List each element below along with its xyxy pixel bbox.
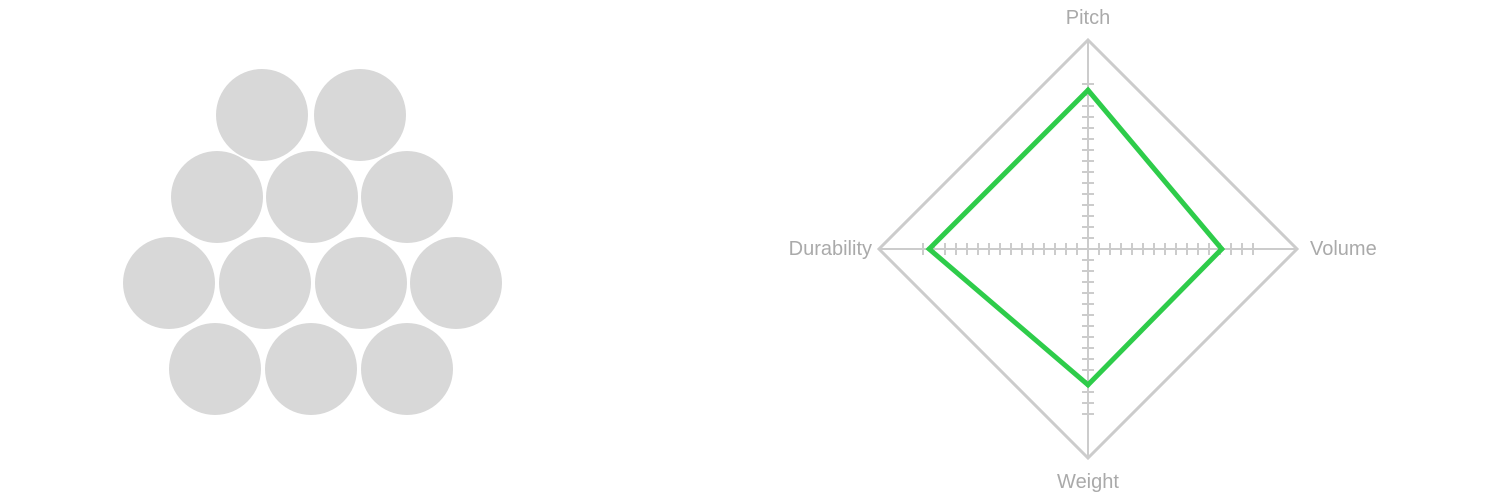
radar-grid [876, 37, 1300, 461]
radar-series-point [1219, 246, 1225, 252]
axis-label-pitch: Pitch [1066, 7, 1110, 29]
radar-series-polygon [925, 86, 1226, 389]
cluster-circle [361, 323, 453, 415]
cluster-circle [216, 69, 308, 161]
radar-axis-labels: Pitch Volume Weight Durability [789, 7, 1377, 493]
cluster-circle [315, 237, 407, 329]
axis-label-weight: Weight [1057, 471, 1119, 493]
cluster-circle [266, 151, 358, 243]
cluster-circle [219, 237, 311, 329]
cluster-circle [361, 151, 453, 243]
axis-label-durability: Durability [789, 238, 872, 260]
cluster-circle [123, 237, 215, 329]
cluster-circle [314, 69, 406, 161]
cluster-circle [265, 323, 357, 415]
radar-series-point [1085, 382, 1091, 388]
cluster-circle [171, 151, 263, 243]
axis-label-volume: Volume [1310, 238, 1377, 260]
radar-series-point [926, 246, 932, 252]
cluster-circle [410, 237, 502, 329]
radar-series-point [1085, 87, 1091, 93]
cluster-circle [169, 323, 261, 415]
radar-series [925, 86, 1226, 389]
